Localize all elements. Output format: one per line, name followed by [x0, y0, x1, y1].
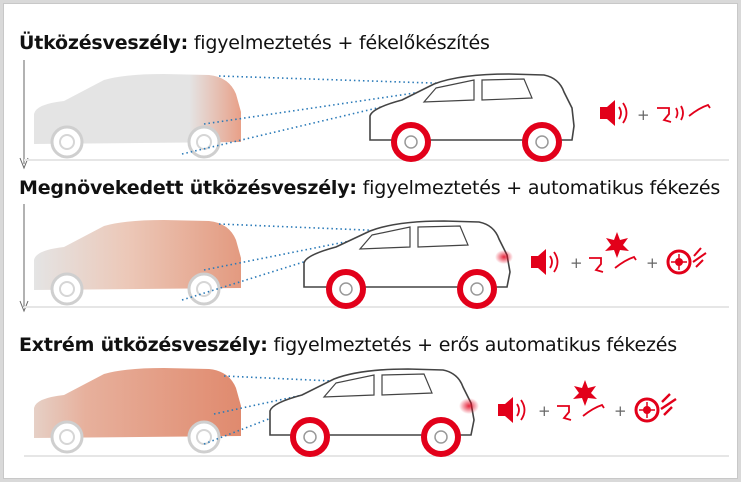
plus-sign: +	[538, 402, 551, 420]
row-1-title: Ütközésveszély: figyelmeztetés + fékelők…	[19, 32, 490, 54]
brake-pedal-icon	[589, 255, 637, 273]
brake-pedal-icon	[557, 403, 605, 421]
speaker-icon	[498, 397, 526, 423]
plus-sign: +	[646, 254, 659, 272]
front-car-2	[34, 220, 241, 306]
row-1-detail: figyelmeztetés + fékelőkészítés	[193, 32, 490, 54]
row-2-heading: Megnövekedett ütközésveszély:	[19, 177, 357, 199]
brake-pedal-icon	[657, 103, 711, 123]
scene: +	[19, 60, 729, 457]
ego-car-3	[269, 368, 479, 457]
ego-car-2	[303, 220, 513, 309]
ego-car-1	[369, 73, 575, 162]
wheel-brake-icon	[666, 247, 707, 275]
plus-sign: +	[637, 106, 650, 124]
wheel-brake-icon	[634, 393, 677, 423]
row-2-title: Megnövekedett ütközésveszély: figyelmezt…	[19, 177, 720, 199]
row-2-detail: figyelmeztetés + automatikus fékezés	[362, 177, 721, 199]
diagram-frame: Ütközésveszély: figyelmeztetés + fékelők…	[3, 3, 738, 479]
row-3-title: Extrém ütközésveszély: figyelmeztetés + …	[19, 334, 677, 356]
impact-star-icon	[573, 380, 597, 406]
speaker-icon	[531, 249, 559, 275]
impact-star-icon	[605, 232, 629, 258]
row-1-heading: Ütközésveszély:	[19, 32, 188, 54]
ground-lines	[24, 159, 729, 457]
row-3-detail: figyelmeztetés + erős automatikus fékezé…	[273, 334, 678, 356]
front-car-3	[34, 368, 241, 454]
plus-sign: +	[614, 402, 627, 420]
front-car-1	[34, 74, 241, 159]
speaker-icon	[600, 100, 628, 126]
plus-sign: +	[570, 254, 583, 272]
timeline-arrow	[19, 60, 29, 313]
row-3-heading: Extrém ütközésveszély:	[19, 334, 268, 356]
